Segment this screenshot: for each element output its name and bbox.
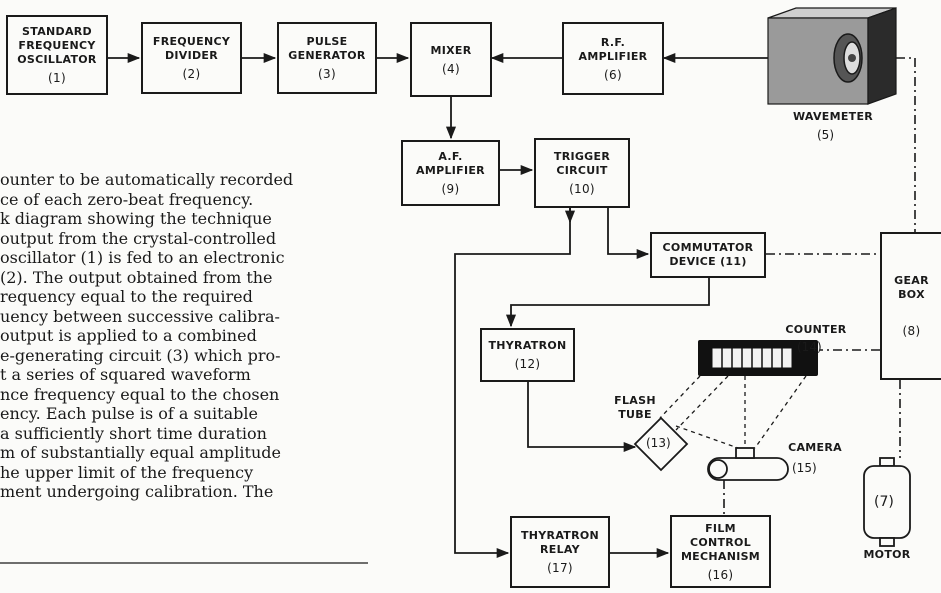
motor-icon <box>863 457 911 547</box>
block-label: THYRATRON <box>520 529 600 542</box>
block-number: (12) <box>514 357 541 371</box>
camera-icon <box>707 447 789 481</box>
block-frequency-divider: FREQUENCY DIVIDER (2) <box>141 22 242 94</box>
block-label: FREQUENCY <box>18 39 96 52</box>
line-commutator-to-thyratron <box>505 278 710 328</box>
flash-tube-label-line: TUBE <box>618 408 652 421</box>
body-line: (2). The output obtained from the <box>0 267 273 287</box>
block-label: DIVIDER <box>164 49 219 62</box>
block-label: THYRATRON <box>488 339 567 352</box>
block-standard-frequency-oscillator: STANDARD FREQUENCY OSCILLATOR (1) <box>6 15 108 95</box>
block-label: OSCILLATOR <box>17 53 97 66</box>
block-label: AMPLIFIER <box>416 164 485 177</box>
body-line: oscillator (1) is fed to an electronic <box>0 248 285 267</box>
block-mixer: MIXER (4) <box>410 22 492 97</box>
flash-tube-icon <box>633 416 689 472</box>
ray-flash-camera <box>675 425 739 449</box>
counter-icon <box>698 340 818 376</box>
body-line: output is applied to a combined <box>0 326 257 345</box>
block-label: RELAY <box>540 543 580 556</box>
block-af-amplifier: A.F. AMPLIFIER (9) <box>401 140 500 206</box>
wavemeter-label: WAVEMETER <box>792 110 874 123</box>
ray-counter-flash-2 <box>675 375 729 431</box>
camera-label: CAMERA <box>788 441 842 454</box>
body-line: m of substantially equal amplitude <box>0 443 281 462</box>
flash-tube-label: FLASH TUBE <box>600 394 670 422</box>
block-gear-box: GEAR BOX (8) <box>880 232 941 380</box>
body-line: uency between successive calibra- <box>0 306 280 326</box>
block-label: CONTROL <box>689 535 752 549</box>
camera-number: (15) <box>792 461 817 475</box>
block-number: (6) <box>604 67 622 82</box>
body-line: nce frequency equal to the chosen <box>0 384 280 404</box>
block-thyratron: THYRATRON (12) <box>480 328 575 382</box>
block-number: (17) <box>547 561 573 575</box>
block-number: (9) <box>441 182 460 196</box>
block-rf-amplifier: R.F. AMPLIFIER (6) <box>562 22 664 95</box>
body-line: output from the crystal-controlled <box>0 228 277 248</box>
flash-tube-label-line: FLASH <box>614 394 656 407</box>
ray-counter-camera-2 <box>754 375 807 449</box>
ray-counter-flash-1 <box>659 375 701 419</box>
body-text: ounter to be automatically recorded ce o… <box>0 170 368 502</box>
block-number: (4) <box>442 61 460 76</box>
block-number: (3) <box>318 67 336 81</box>
block-pulse-generator: PULSE GENERATOR (3) <box>277 22 377 94</box>
block-label: MIXER <box>430 43 472 57</box>
block-number: (16) <box>707 567 734 582</box>
link-wavemeter-to-gearbox <box>896 57 916 232</box>
block-label: GENERATOR <box>288 49 366 62</box>
body-line: requency equal to the required <box>0 287 253 306</box>
block-label: CIRCUIT <box>556 164 608 177</box>
block-label: AMPLIFIER <box>578 49 648 63</box>
motor-label: MOTOR <box>863 548 911 561</box>
block-number: (2) <box>182 67 201 81</box>
block-number: (8) <box>902 324 921 338</box>
block-label: STANDARD <box>22 25 92 38</box>
block-label: TRIGGER <box>553 150 611 163</box>
body-line: a sufficiently short time duration <box>0 423 267 443</box>
block-thyratron-relay: THYRATRON RELAY (17) <box>510 516 610 588</box>
block-commutator-device: COMMUTATOR DEVICE (11) <box>650 232 766 278</box>
body-line: ounter to be automatically recorded <box>0 170 294 189</box>
block-label: PULSE <box>306 35 348 48</box>
block-number: (1) <box>48 71 66 85</box>
block-label: FREQUENCY <box>152 35 231 48</box>
motor-number: (7) <box>874 494 894 510</box>
body-line: he upper limit of the frequency <box>0 462 254 482</box>
block-film-control-mechanism: FILM CONTROL MECHANISM (16) <box>670 515 771 588</box>
body-line: t a series of squared waveform <box>0 365 251 384</box>
block-label: MECHANISM <box>680 549 761 563</box>
block-label: A.F. <box>438 150 463 163</box>
line-thyratron-to-flash <box>527 382 637 453</box>
block-label: GEAR <box>894 274 929 287</box>
block-label: FILM <box>705 521 736 535</box>
counter-number: (14) <box>797 340 822 354</box>
body-line: ment undergoing calibration. The <box>0 482 274 501</box>
line-trigger-to-commutator <box>607 208 650 260</box>
wavemeter-icon <box>767 7 897 105</box>
block-label: R.F. <box>600 35 626 49</box>
counter-label: COUNTER <box>785 323 847 336</box>
line-trigger-to-relay <box>454 208 571 559</box>
body-line: ency. Each pulse is of a suitable <box>0 404 258 423</box>
body-line: ce of each zero-beat frequency. <box>0 189 254 209</box>
flash-tube-number: (13) <box>646 436 671 450</box>
block-label: COMMUTATOR <box>662 241 754 254</box>
block-label: DEVICE (11) <box>669 255 747 268</box>
body-line: e-generating circuit (3) which pro- <box>0 345 281 365</box>
wavemeter-number: (5) <box>817 128 834 142</box>
block-number: (10) <box>569 182 595 196</box>
block-label: BOX <box>898 288 925 301</box>
block-trigger-circuit: TRIGGER CIRCUIT (10) <box>534 138 630 208</box>
body-line: k diagram showing the technique <box>0 209 272 228</box>
